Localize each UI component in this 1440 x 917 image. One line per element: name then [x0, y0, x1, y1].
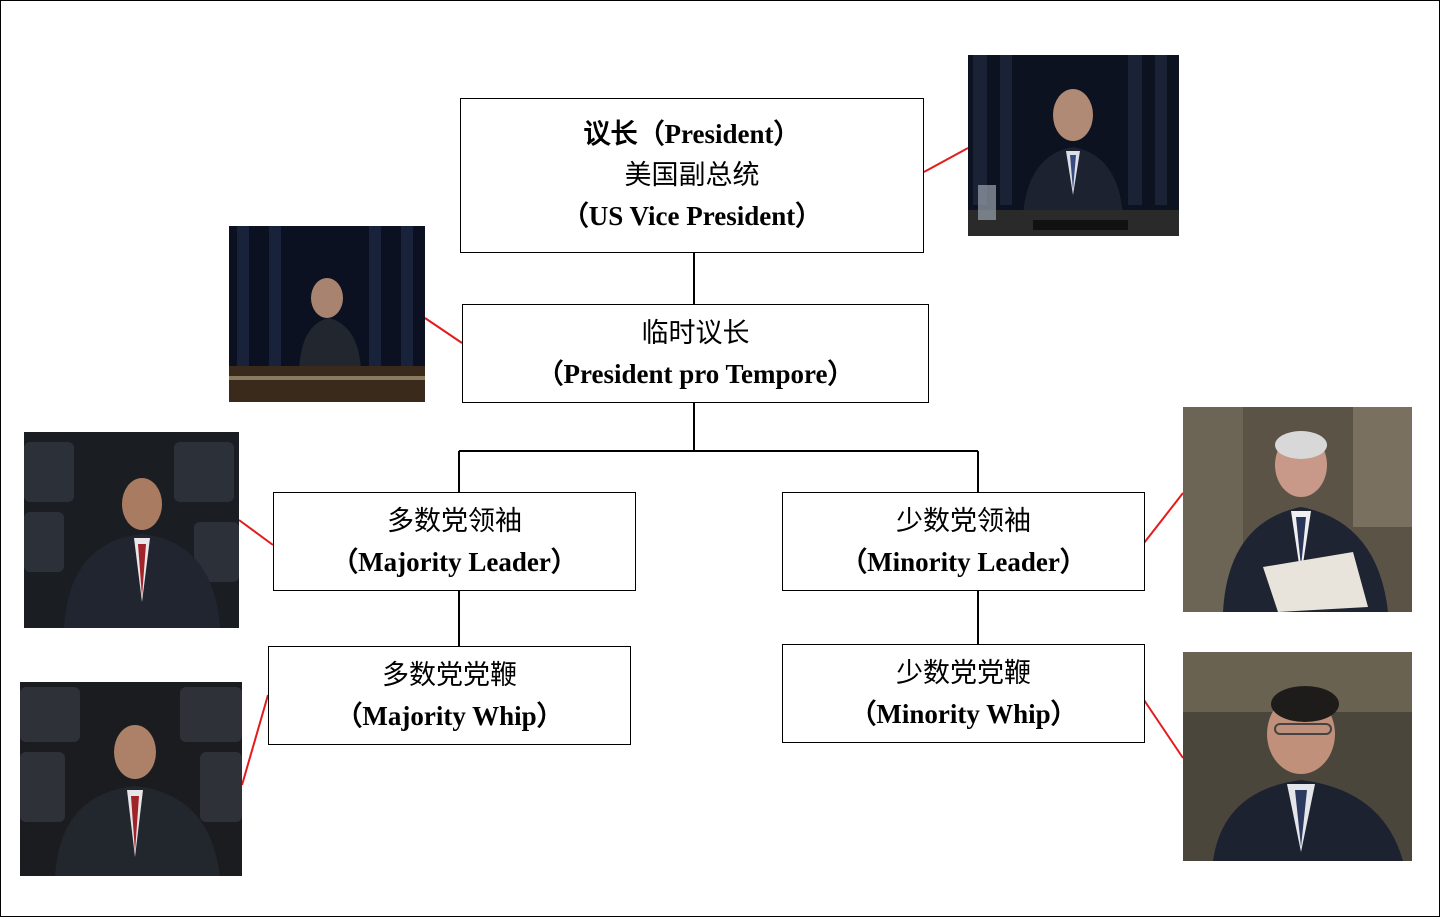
node-minority-leader-en: （Minority Leader） — [840, 546, 1087, 577]
node-president-subtitle-cn: 美国副总统 — [624, 160, 760, 191]
photo-link-protempore — [424, 317, 463, 344]
photo-president — [968, 55, 1179, 236]
node-president-subtitle-en: （US Vice President） — [561, 201, 823, 231]
node-president-title: 议长（President） — [583, 119, 801, 149]
node-president-pro-tempore: 临时议长 （President pro Tempore） — [462, 304, 929, 403]
node-minority-whip-cn: 少数党党鞭 — [896, 657, 1031, 689]
node-minority-leader: 少数党领袖 （Minority Leader） — [782, 492, 1145, 591]
node-protempore-title-cn: 临时议长 — [641, 317, 750, 349]
node-majority-leader-en: （Majority Leader） — [331, 546, 578, 577]
photo-majority-whip — [20, 682, 242, 876]
photo-president-pro-tempore — [229, 226, 425, 402]
node-majority-whip-en: （Majority Whip） — [335, 700, 564, 731]
node-majority-leader: 多数党领袖 （Majority Leader） — [273, 492, 636, 591]
node-majority-whip-cn: 多数党党鞭 — [382, 659, 517, 691]
photo-link-majority-whip — [241, 694, 269, 786]
node-minority-whip-en: （Minority Whip） — [849, 698, 1078, 729]
photo-link-minority-whip — [1143, 699, 1184, 759]
photo-minority-whip — [1183, 652, 1412, 861]
node-majority-whip: 多数党党鞭 （Majority Whip） — [268, 646, 631, 745]
node-majority-leader-cn: 多数党领袖 — [387, 505, 522, 537]
node-president: 议长（President） 美国副总统 （US Vice President） — [460, 98, 924, 253]
photo-link-president — [923, 147, 969, 173]
photo-link-minority-leader — [1143, 492, 1184, 544]
photo-link-majority-leader — [238, 519, 274, 546]
photo-majority-leader — [24, 432, 239, 628]
node-minority-whip: 少数党党鞭 （Minority Whip） — [782, 644, 1145, 743]
photo-minority-leader — [1183, 407, 1412, 612]
node-protempore-title-en: （President pro Tempore） — [536, 358, 855, 389]
node-minority-leader-cn: 少数党领袖 — [896, 505, 1031, 537]
